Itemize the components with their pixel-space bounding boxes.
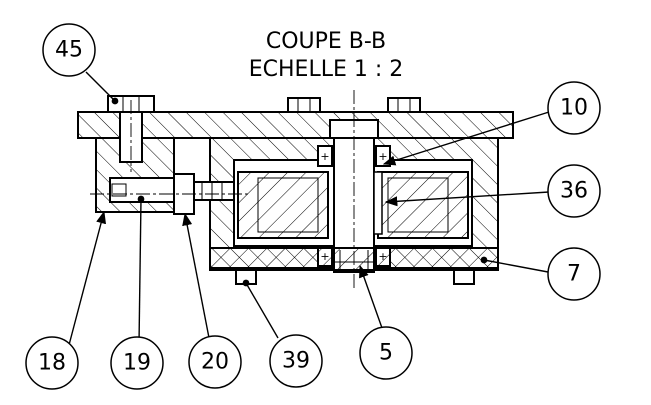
- top-plate: [77, 111, 514, 139]
- svg-text:+: +: [320, 150, 329, 163]
- right-roller: [377, 171, 469, 239]
- balloon-20: 20: [188, 335, 242, 389]
- balloon-5-label: 5: [379, 341, 393, 366]
- balloon-7: 7: [547, 247, 601, 301]
- section-title: COUPE B-B: [266, 29, 386, 54]
- balloon-5: 5: [359, 326, 413, 380]
- balloon-10: 10: [547, 81, 601, 135]
- balloon-19: 19: [110, 336, 164, 390]
- left-roller: [237, 171, 329, 239]
- leader-lines: [68, 71, 550, 346]
- balloon-39-label: 39: [282, 349, 310, 374]
- balloon-18: 18: [25, 336, 79, 390]
- balloon-36: 36: [547, 164, 601, 218]
- balloon-39: 39: [269, 334, 323, 388]
- balloon-20-label: 20: [201, 350, 229, 375]
- balloon-36-label: 36: [560, 179, 588, 204]
- balloon-45-label: 45: [55, 38, 83, 63]
- scale-label: ECHELLE 1 : 2: [249, 57, 404, 82]
- right-foot: [453, 269, 475, 285]
- balloon-45: 45: [42, 23, 96, 77]
- balloon-18-label: 18: [38, 351, 66, 376]
- balloon-10-label: 10: [560, 96, 588, 121]
- assembly-section: + + + +: [77, 90, 514, 290]
- key: [373, 171, 383, 235]
- left-foot: [235, 269, 257, 285]
- left-roller-inner: [257, 177, 319, 233]
- svg-text:+: +: [378, 150, 387, 163]
- balloon-19-label: 19: [123, 351, 151, 376]
- balloon-7-label: 7: [567, 262, 581, 287]
- top-bolts: [107, 95, 421, 113]
